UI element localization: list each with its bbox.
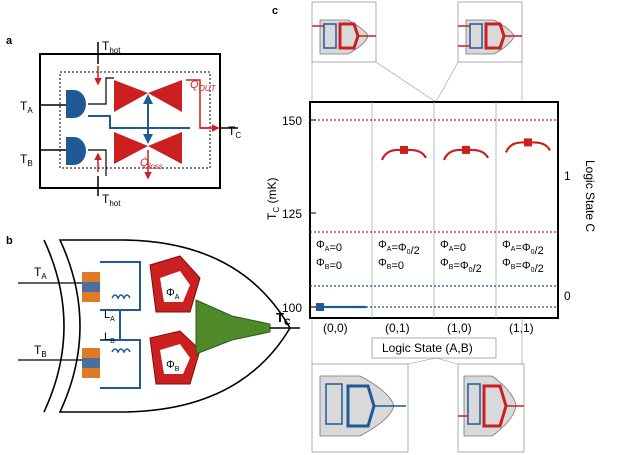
right-axis-label: Logic State C — [583, 160, 597, 232]
phi-b-label: ΦB — [166, 359, 180, 373]
x-tick-label-1-0: (1,0) — [447, 321, 472, 335]
state-label-a-3: ΦA=Φ0/2 — [502, 239, 544, 257]
blue-coupling-wire — [88, 115, 190, 129]
state-label-a-2: ΦA=0 — [440, 239, 466, 254]
qloss-label: Q̇loss — [140, 156, 163, 171]
panel-a-label: a — [6, 35, 13, 47]
junction-stack-a — [82, 272, 100, 302]
connector-top-right — [435, 61, 459, 103]
x-axis-label-box — [371, 337, 497, 359]
loop-a-hole — [160, 271, 190, 302]
y-axis-label: TC (mK) — [265, 178, 281, 220]
connector-top-left — [375, 61, 437, 103]
junction-stack-b — [82, 348, 100, 378]
state-label-b-1: ΦB=0 — [378, 257, 404, 272]
or-gate-outline — [58, 239, 291, 413]
panel-a-inner-dotted-box — [59, 71, 211, 169]
state-labels: ΦA=0ΦB=0ΦA=Φ0/2ΦB=0ΦA=0ΦB=Φ0/2ΦA=Φ0/2ΦB=… — [316, 239, 544, 275]
state-label-b-3: ΦB=Φ0/2 — [502, 257, 544, 275]
b-tc-label: TC — [276, 310, 291, 327]
bowtie-bottom-right — [148, 132, 182, 164]
junction-a-shape — [66, 90, 86, 118]
state-label-a-1: ΦA=Φ0/2 — [378, 239, 420, 257]
state-label-b-2: ΦB=Φ0/2 — [440, 257, 482, 275]
marker-0 — [316, 303, 324, 311]
x-tick-label-0-1: (0,1) — [385, 321, 410, 335]
b-tb-label: TB — [34, 343, 47, 359]
ta-label: TA — [20, 99, 33, 115]
state-label-a-0: ΦA=0 — [316, 239, 342, 254]
junction-b-shape — [66, 137, 86, 165]
coil-b — [111, 348, 131, 354]
thot-bottom-label: Thot — [102, 192, 121, 208]
x-tick-label-1-1: (1,1) — [509, 321, 534, 335]
y-tick-label-100: 100 — [282, 301, 302, 315]
marker-2 — [462, 145, 470, 154]
loop-b-hole — [160, 344, 190, 374]
thot-top-label: Thot — [102, 39, 121, 55]
connector-bottom-mid-left — [407, 357, 437, 365]
y-tick-label-150: 150 — [282, 114, 302, 128]
lb-label: LB — [104, 331, 115, 345]
green-output-funnel — [195, 299, 271, 355]
panel-b: b TA TB LA LB ΦA ΦB — [6, 235, 300, 413]
thumbnail-1-1 — [457, 1, 523, 63]
x-tick-label-0-0: (0,0) — [323, 321, 348, 335]
panel-a: a Thot Thot TA TB TC Q̇OUT — [6, 35, 241, 208]
bowtie-bottom-left — [114, 132, 148, 164]
marker-1 — [400, 145, 408, 154]
panel-c-label: c — [272, 5, 278, 17]
data-traces — [316, 138, 551, 311]
right-tick-label-0: 0 — [564, 289, 571, 303]
qout-label: Q̇OUT — [190, 78, 217, 93]
circuit-wire-top — [88, 77, 114, 105]
circuit-wire-bottom — [88, 149, 107, 176]
y-tick-label-125: 125 — [282, 207, 302, 221]
bowtie-top-left — [114, 80, 148, 112]
bowtie-top-right — [148, 80, 182, 112]
tb-label: TB — [20, 152, 33, 168]
state-label-b-0: ΦB=0 — [316, 257, 342, 272]
x-axis-label: Logic State (A,B) — [382, 341, 473, 355]
thumbnail-0-0 — [311, 363, 409, 453]
la-label: LA — [104, 309, 115, 323]
thumbnail-0-1 — [311, 1, 377, 63]
or-gate-back-curve — [43, 239, 65, 413]
thumbnail-1-0 — [457, 363, 525, 453]
panel-c: c — [265, 1, 597, 453]
marker-3 — [524, 138, 532, 147]
panel-b-label: b — [6, 235, 13, 247]
connector-bottom-mid-right — [435, 357, 459, 365]
panel-a-outer-box — [39, 53, 221, 189]
coil-a — [111, 294, 131, 300]
right-tick-label-1: 1 — [564, 169, 571, 183]
b-ta-label: TA — [34, 265, 47, 281]
tc-label: TC — [228, 124, 241, 140]
phi-a-label: ΦA — [166, 287, 180, 301]
